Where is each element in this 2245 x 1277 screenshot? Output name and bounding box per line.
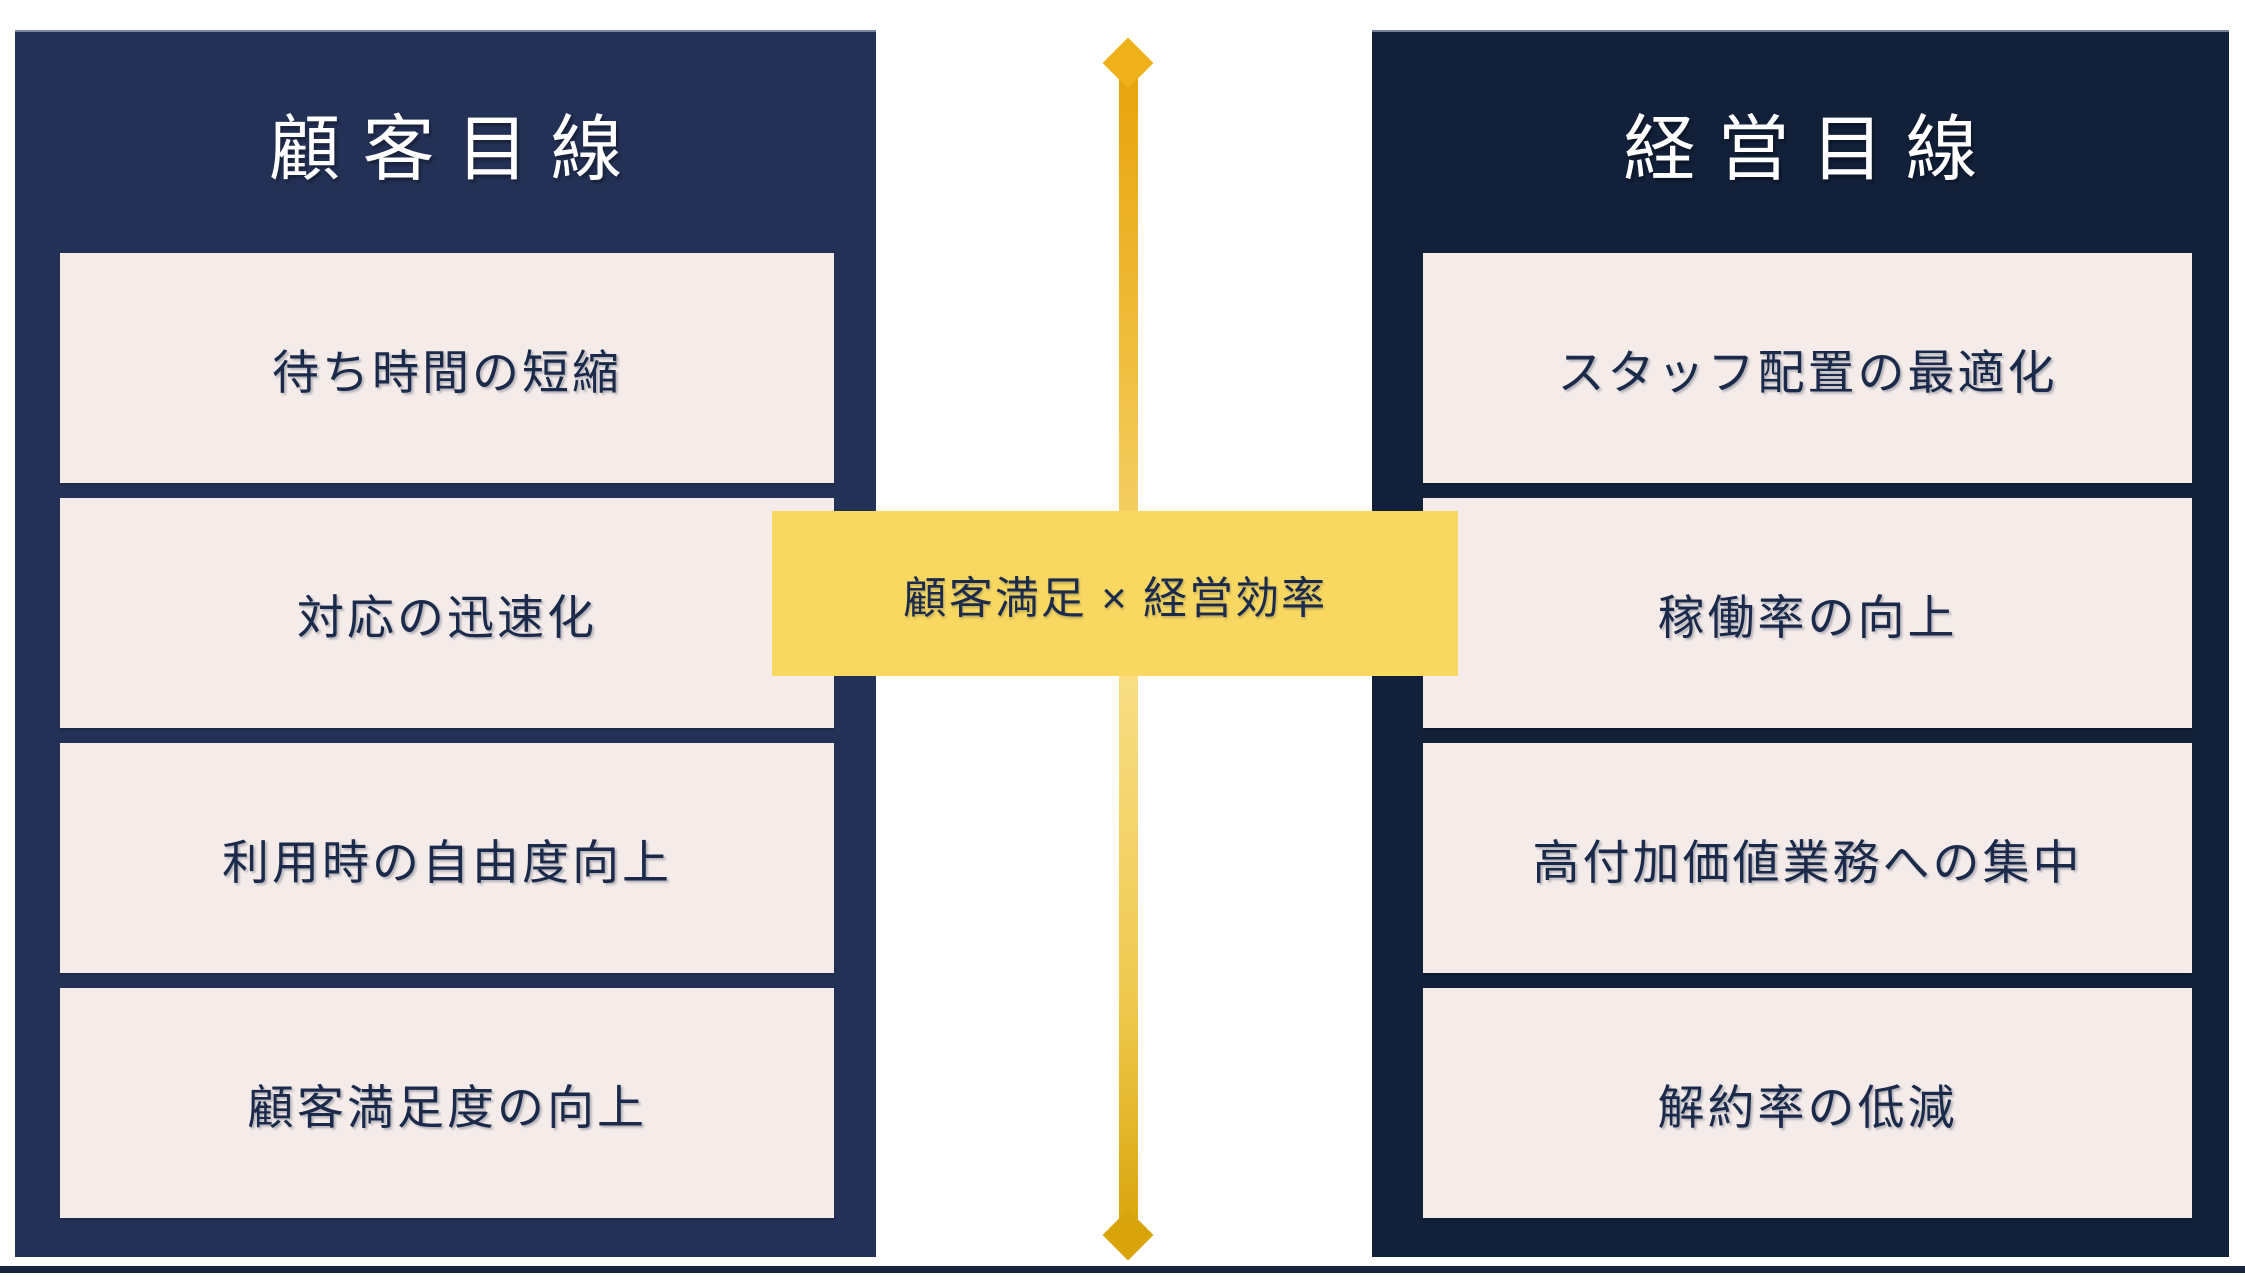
management-perspective-column: 経営目線 スタッフ配置の最適化 稼働率の向上 高付加価値業務への集中 解約率の低…	[1372, 30, 2229, 1257]
customer-perspective-column: 顧客目線 待ち時間の短縮 対応の迅速化 利用時の自由度向上 顧客満足度の向上	[15, 30, 876, 1257]
management-card-utilization: 稼働率の向上	[1423, 498, 2192, 728]
diamond-bottom-icon	[1102, 1209, 1154, 1261]
center-banner-label: 顧客満足 × 経営効率	[902, 573, 1328, 623]
management-card-label: 解約率の低減	[1657, 1080, 1958, 1134]
customer-card-label: 待ち時間の短縮	[272, 345, 622, 399]
management-column-title: 経営目線	[1623, 109, 2000, 190]
customer-card-speed: 対応の迅速化	[60, 498, 834, 728]
management-card-label: 稼働率の向上	[1657, 590, 1958, 644]
customer-card-label: 利用時の自由度向上	[222, 835, 672, 889]
customer-card-freedom: 利用時の自由度向上	[60, 743, 834, 973]
management-card-label: 高付加価値業務への集中	[1532, 835, 2083, 889]
customer-card-wait-time: 待ち時間の短縮	[60, 253, 834, 483]
customer-card-satisfaction: 顧客満足度の向上	[60, 988, 834, 1218]
center-banner: 顧客満足 × 経営効率	[772, 511, 1458, 676]
diamond-top-icon	[1102, 37, 1154, 89]
customer-column-title: 顧客目線	[268, 109, 645, 190]
management-card-churn: 解約率の低減	[1423, 988, 2192, 1218]
management-card-staffing: スタッフ配置の最適化	[1423, 253, 2192, 483]
management-card-label: スタッフ配置の最適化	[1557, 345, 2058, 399]
management-card-high-value-work: 高付加価値業務への集中	[1423, 743, 2192, 973]
customer-card-label: 顧客満足度の向上	[247, 1080, 647, 1134]
customer-card-label: 対応の迅速化	[297, 590, 597, 644]
bottom-border-line	[0, 1266, 2245, 1273]
